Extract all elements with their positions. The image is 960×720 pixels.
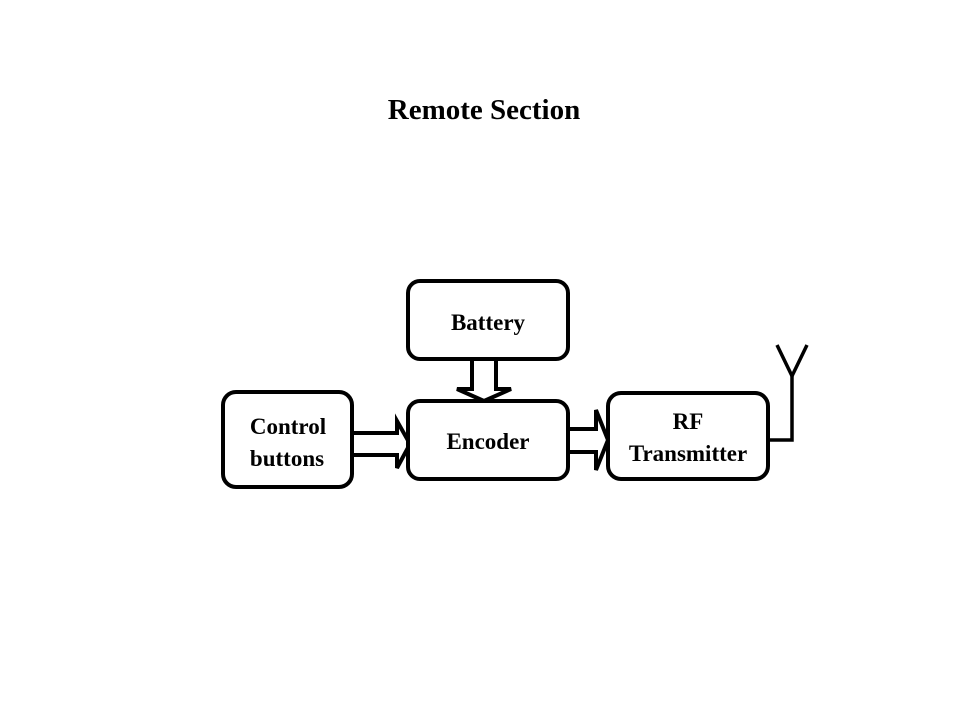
block-battery-label: Battery bbox=[451, 310, 526, 335]
block-control-buttons-label-line1: Control bbox=[250, 414, 326, 439]
arrow-battery-to-encoder bbox=[456, 358, 512, 404]
block-rf-transmitter: RF Transmitter bbox=[606, 391, 770, 481]
diagram-title: Remote Section bbox=[387, 94, 581, 126]
antenna-icon bbox=[768, 344, 809, 442]
block-control-buttons: Control buttons bbox=[221, 390, 354, 489]
block-control-buttons-label-line2: buttons bbox=[250, 446, 324, 471]
block-encoder-label: Encoder bbox=[446, 429, 529, 454]
antenna-feed-line bbox=[768, 376, 794, 442]
antenna-arms bbox=[775, 344, 809, 381]
block-battery: Battery bbox=[406, 279, 570, 361]
block-rf-transmitter-label-line2: Transmitter bbox=[629, 441, 747, 466]
arrow-control-to-encoder bbox=[352, 413, 413, 469]
block-rf-transmitter-label-line1: RF bbox=[673, 409, 704, 434]
block-encoder: Encoder bbox=[406, 399, 570, 481]
arrow-encoder-to-rf bbox=[567, 409, 611, 471]
